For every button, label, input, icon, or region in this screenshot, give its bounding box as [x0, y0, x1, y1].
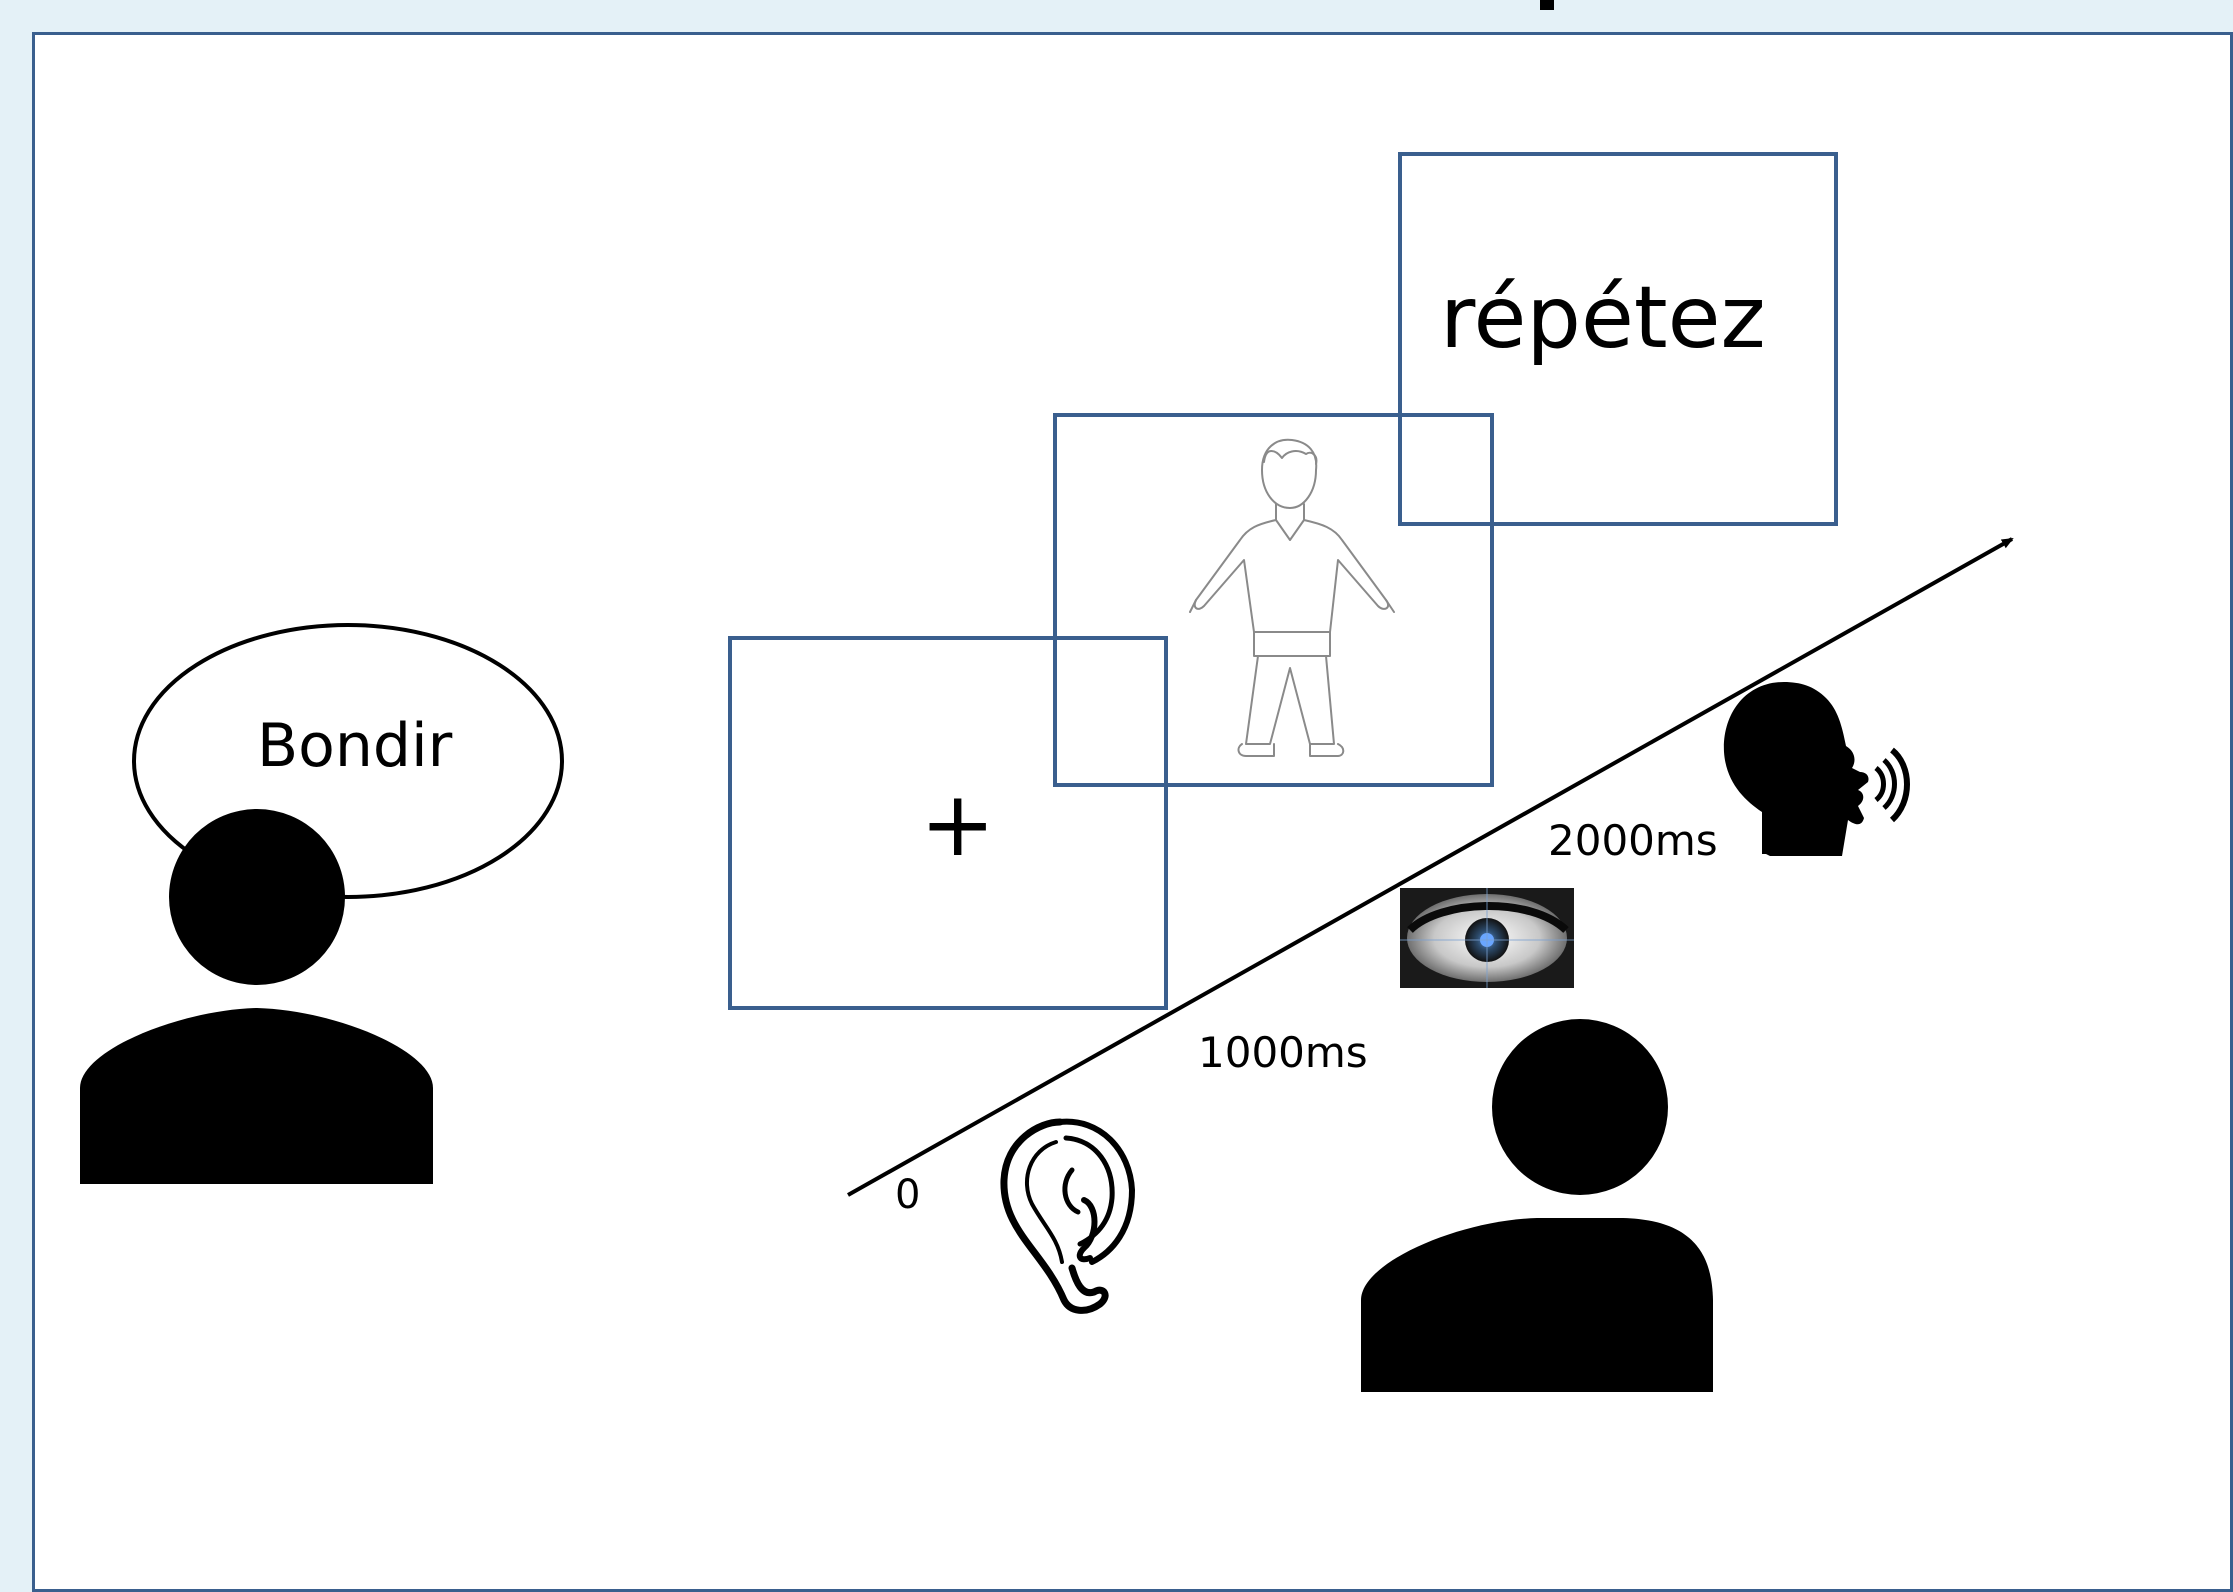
picture-screen	[1053, 413, 1494, 787]
instruction-word: répétez	[1440, 268, 1766, 368]
person-body	[80, 1008, 433, 1184]
eye-tracking-image	[1400, 888, 1574, 988]
fixation-cross: +	[920, 772, 996, 877]
person-figure-drawing	[1189, 438, 1395, 757]
instruction-screen	[1398, 152, 1838, 526]
timeline-arrow	[847, 537, 2014, 1197]
person-body	[1361, 1218, 1713, 1392]
ear-icon	[1000, 1118, 1136, 1314]
speaking-head-icon	[1723, 682, 1910, 856]
timeline-label-2000: 2000ms	[1548, 816, 1718, 865]
timeline-label-1000: 1000ms	[1198, 1028, 1368, 1077]
title-glyph-fragment	[1540, 0, 1554, 10]
fixation-screen	[728, 636, 1168, 1010]
person-head	[1492, 1019, 1668, 1195]
timeline-start-label: 0	[895, 1172, 921, 1218]
speaker-left	[80, 623, 564, 1184]
person-head	[169, 809, 345, 985]
speech-bubble-word: Bondir	[257, 711, 453, 781]
listener-silhouette	[1361, 1019, 1713, 1392]
